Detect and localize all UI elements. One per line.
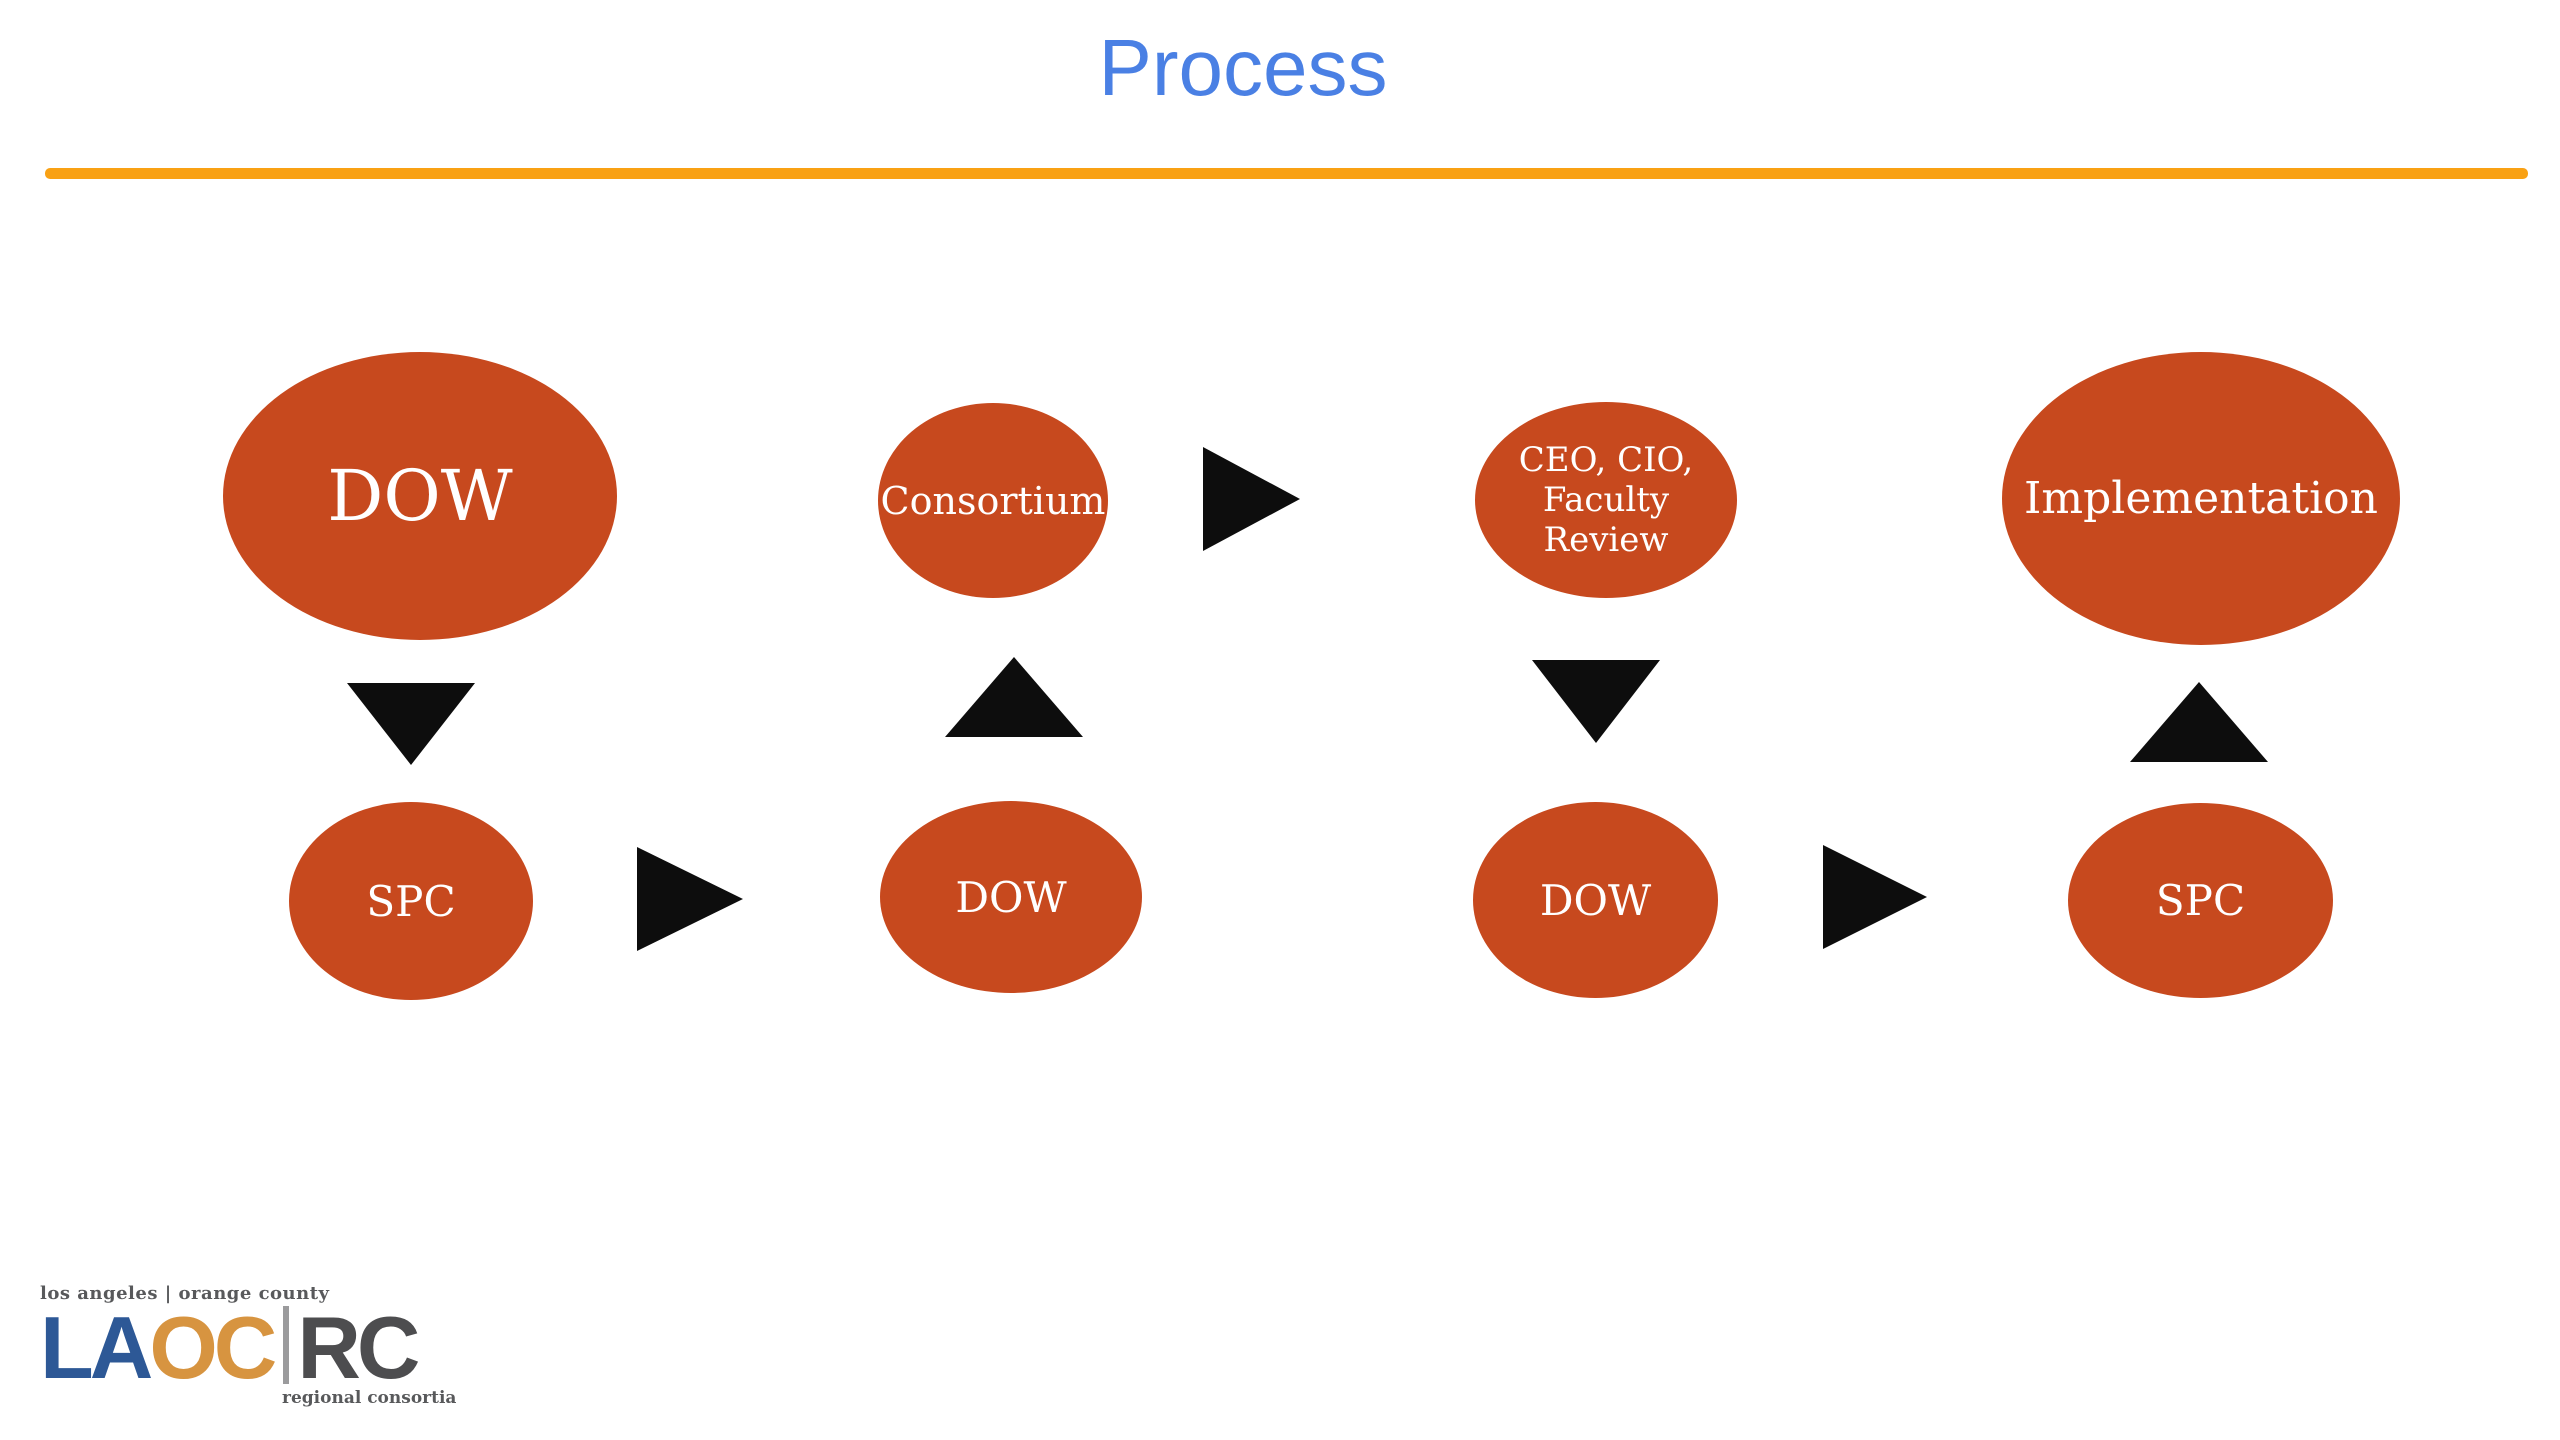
node-consortium-label: Consortium bbox=[880, 478, 1106, 523]
node-dow-2-label: DOW bbox=[955, 872, 1067, 922]
node-spc-2-label: SPC bbox=[2155, 876, 2246, 925]
laocrc-logo: los angeles | orange county LA OC RC reg… bbox=[40, 1283, 456, 1408]
arrow-right-icon bbox=[637, 847, 743, 951]
arrow-down-icon bbox=[1532, 660, 1660, 743]
arrow-down-icon bbox=[347, 683, 475, 765]
logo-acronym: LA OC RC bbox=[40, 1297, 420, 1397]
arrow-right-icon bbox=[1823, 845, 1927, 949]
page-title: Process bbox=[1098, 23, 1388, 112]
arrow-right-icon bbox=[1203, 447, 1300, 551]
node-implementation-label: Implementation bbox=[2024, 473, 2378, 524]
node-ceo-cio-faculty-review-label: CEO, CIO, Faculty Review bbox=[1518, 439, 1694, 561]
logo-la-text: LA bbox=[40, 1297, 153, 1397]
logo-oc-text: OC bbox=[149, 1297, 277, 1397]
node-dow-2: DOW bbox=[880, 801, 1142, 993]
logo-separator-bar bbox=[283, 1306, 290, 1384]
node-dow-1: DOW bbox=[223, 352, 617, 640]
node-spc-1: SPC bbox=[289, 802, 533, 1000]
title-divider bbox=[45, 168, 2528, 179]
node-spc-1-label: SPC bbox=[366, 876, 456, 926]
node-spc-2: SPC bbox=[2068, 803, 2333, 998]
arrow-up-icon bbox=[945, 657, 1083, 737]
node-consortium: Consortium bbox=[878, 403, 1108, 598]
node-dow-1-label: DOW bbox=[327, 455, 513, 537]
node-dow-3-label: DOW bbox=[1539, 875, 1652, 925]
node-implementation: Implementation bbox=[2002, 352, 2400, 645]
logo-rc-text: RC bbox=[297, 1297, 420, 1397]
node-ceo-cio-faculty-review: CEO, CIO, Faculty Review bbox=[1475, 402, 1737, 598]
logo-tagline-bottom: regional consortia bbox=[282, 1388, 457, 1408]
logo-tagline-top: los angeles | orange county bbox=[40, 1283, 330, 1304]
arrow-up-icon bbox=[2130, 682, 2268, 762]
node-dow-3: DOW bbox=[1473, 802, 1718, 998]
